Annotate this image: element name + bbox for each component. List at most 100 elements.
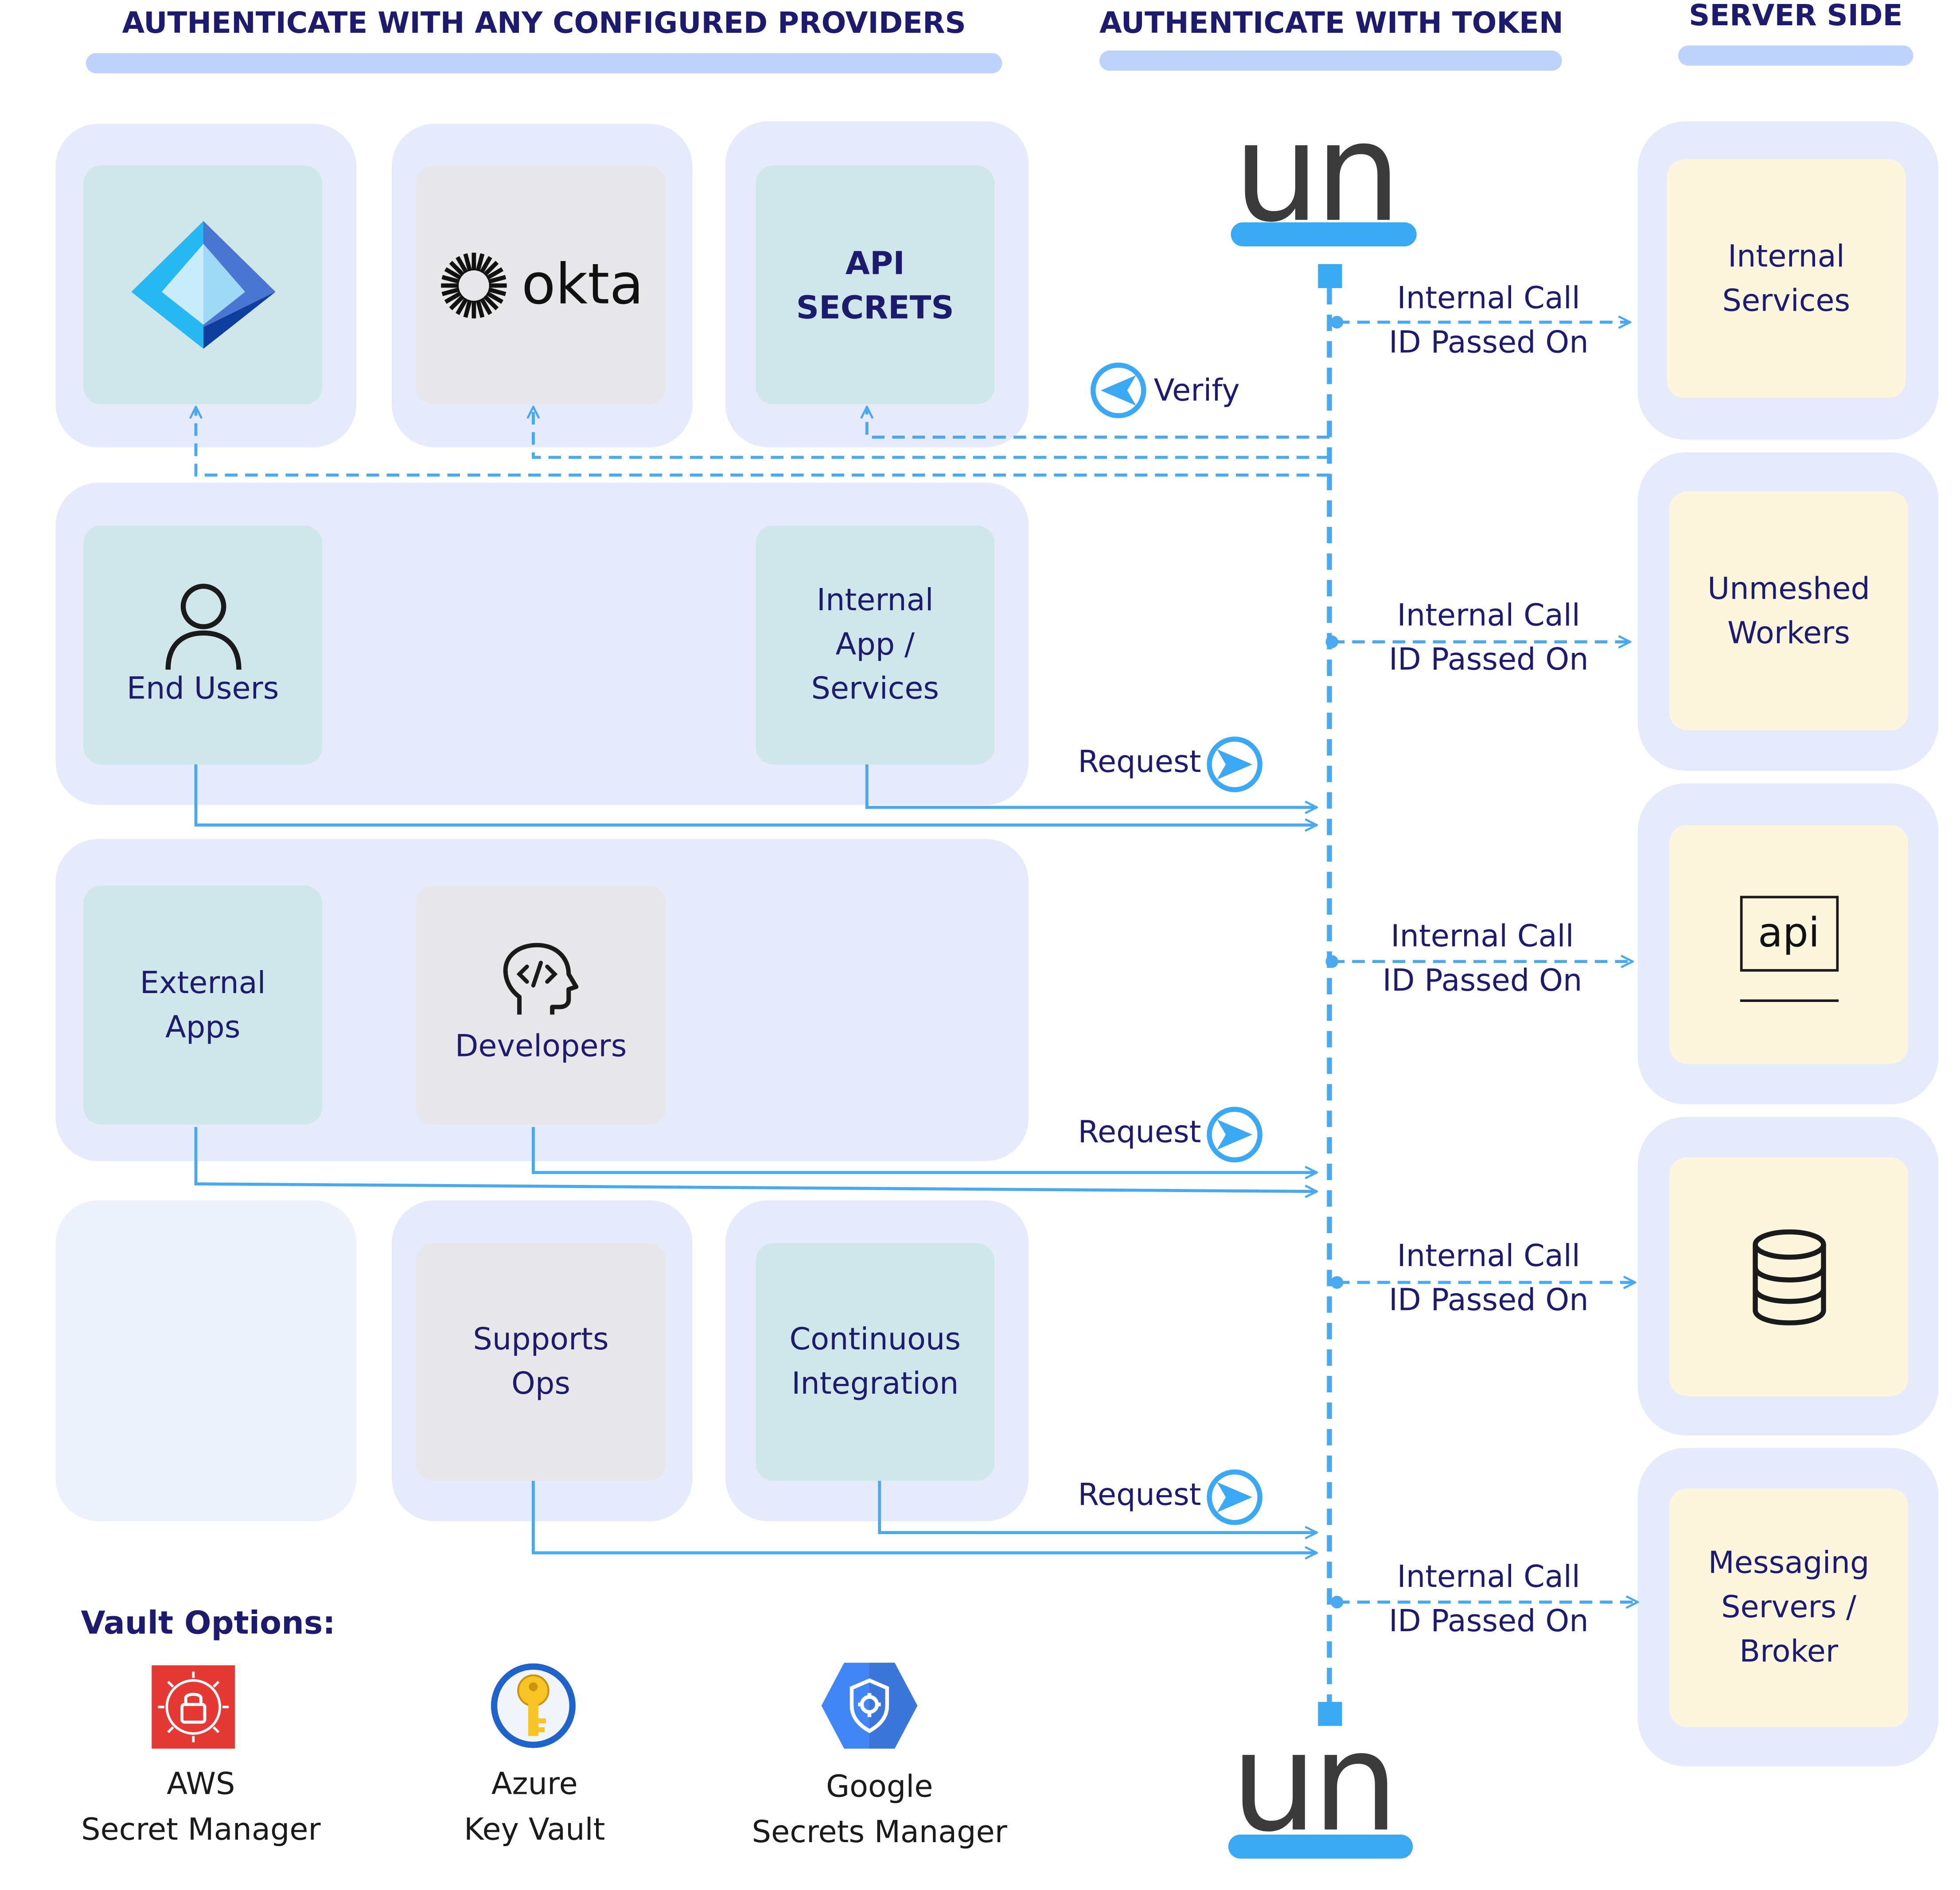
azure-caption: Azure Key Vault	[427, 1761, 642, 1852]
id-passed-on-text: ID Passed On	[1388, 1282, 1589, 1318]
header-token-underline	[1099, 51, 1562, 71]
supports-ops-label-line1: Supports	[473, 1321, 609, 1357]
verify-label: Verify	[1153, 373, 1240, 408]
internal-call-label-5: Internal Call ID Passed On	[1383, 1555, 1595, 1644]
google-caption-line1: Google	[826, 1769, 933, 1804]
okta-ray	[463, 253, 472, 271]
aws-caption-line1: AWS	[167, 1766, 235, 1802]
internal-call-text: Internal Call	[1397, 1559, 1580, 1595]
external-apps-label-line1: External	[140, 964, 266, 1000]
id-passed-on-text: ID Passed On	[1388, 642, 1589, 678]
request-line-end-users	[194, 764, 1317, 825]
api-secrets-label-line1: API	[845, 244, 905, 281]
request-line-developers	[531, 1127, 1317, 1173]
user-icon	[165, 584, 241, 670]
panel-r4-c1	[55, 1200, 357, 1521]
request-line-external-apps	[194, 1127, 1317, 1191]
verify-arrow-icon	[1091, 362, 1146, 418]
okta-ray	[487, 274, 506, 283]
external-apps-card: External Apps	[83, 885, 323, 1125]
aws-caption: AWS Secret Manager	[68, 1761, 334, 1852]
developer-head-icon	[503, 943, 579, 1015]
okta-ray	[483, 294, 499, 310]
internal-call-text: Internal Call	[1391, 918, 1574, 954]
okta-ray	[479, 297, 492, 315]
unmeshed-logo-bottom: un	[1231, 1704, 1399, 1863]
okta-ray	[487, 287, 506, 296]
okta-ray	[485, 266, 503, 280]
okta-ray	[444, 290, 462, 304]
request-arrow-icon	[1207, 1469, 1263, 1525]
api-underline	[1739, 998, 1838, 1002]
developers-label: Developers	[455, 1028, 627, 1064]
id-passed-on-text: ID Passed On	[1388, 324, 1589, 360]
unmeshed-logo-bottom-bar	[1228, 1834, 1413, 1859]
internal-services-label-line1: Internal	[1727, 238, 1845, 274]
internal-call-text: Internal Call	[1397, 1238, 1580, 1274]
google-caption: Google Secrets Manager	[746, 1764, 1014, 1855]
internal-call-label-3: Internal Call ID Passed On	[1376, 915, 1589, 1003]
request-line-internal-app	[865, 764, 1317, 807]
bus-top-terminal	[1318, 264, 1342, 288]
internal-app-label-line2: App /	[835, 627, 915, 662]
internal-call-label-1: Internal Call ID Passed On	[1383, 277, 1595, 365]
supports-ops-card: Supports Ops	[416, 1243, 666, 1481]
api-secrets-card: API SECRETS	[756, 165, 995, 405]
header-providers-underline	[86, 53, 1002, 74]
aws-caption-line2: Secret Manager	[81, 1812, 321, 1847]
api-card: api	[1669, 825, 1909, 1064]
azure-caption-line1: Azure	[491, 1766, 578, 1802]
verify-line-okta	[533, 407, 1329, 459]
request-arrow-icon	[1207, 737, 1263, 792]
request-line-ci	[878, 1481, 1317, 1533]
aws-secrets-manager-icon	[152, 1665, 235, 1749]
request-arrow-icon	[1207, 1107, 1263, 1163]
okta-ray	[448, 294, 464, 310]
unmeshed-workers-label-line2: Workers	[1727, 615, 1850, 650]
supports-ops-label-line2: Ops	[511, 1366, 571, 1401]
internal-call-text: Internal Call	[1397, 280, 1580, 316]
verify-line-azure	[196, 407, 1329, 477]
vault-options-title: Vault Options:	[81, 1605, 335, 1641]
developers-card: Developers	[416, 885, 666, 1125]
id-passed-on-text: ID Passed On	[1382, 963, 1582, 998]
okta-ray	[441, 287, 460, 296]
okta-ray	[441, 274, 460, 283]
unmeshed-logo-top: un	[1233, 94, 1401, 253]
internal-app-label-line3: Services	[811, 670, 939, 706]
okta-ray	[444, 266, 462, 280]
api-secrets-label-line2: SECRETS	[796, 288, 954, 326]
internal-services-card: Internal Services	[1667, 159, 1906, 398]
okta-ray	[463, 299, 472, 317]
azure-entra-logo-icon	[131, 220, 275, 348]
internal-app-label-line1: Internal	[816, 582, 934, 618]
internal-call-label-4: Internal Call ID Passed On	[1383, 1235, 1595, 1323]
okta-ray	[455, 255, 468, 273]
unmeshed-workers-label-line1: Unmeshed	[1707, 570, 1870, 606]
messaging-label-line3: Broker	[1739, 1633, 1839, 1669]
okta-ray	[475, 299, 484, 317]
okta-ray	[479, 255, 492, 273]
internal-app-card: Internal App / Services	[756, 526, 995, 764]
okta-ray	[483, 260, 499, 276]
messaging-label-line1: Messaging	[1708, 1545, 1870, 1581]
azure-caption-line2: Key Vault	[464, 1812, 605, 1847]
header-providers: AUTHENTICATE WITH ANY CONFIGURED PROVIDE…	[122, 8, 966, 41]
external-apps-label-line2: Apps	[165, 1009, 241, 1044]
request-label-2: Request	[1078, 1114, 1201, 1150]
internal-call-text: Internal Call	[1397, 597, 1580, 633]
ci-label-line2: Integration	[791, 1366, 959, 1401]
okta-ray	[475, 253, 484, 271]
unmeshed-logo-top-bar	[1231, 222, 1417, 246]
okta-ray	[485, 290, 503, 304]
end-users-label: End Users	[126, 670, 279, 706]
okta-wordmark: okta	[521, 253, 644, 317]
internal-call-lines	[1325, 316, 1637, 1609]
database-icon	[1752, 1228, 1826, 1325]
continuous-integration-card: Continuous Integration	[756, 1243, 995, 1481]
okta-starburst-icon	[440, 252, 507, 318]
request-label-3: Request	[1078, 1477, 1201, 1512]
messaging-label-line2: Servers /	[1721, 1589, 1857, 1625]
